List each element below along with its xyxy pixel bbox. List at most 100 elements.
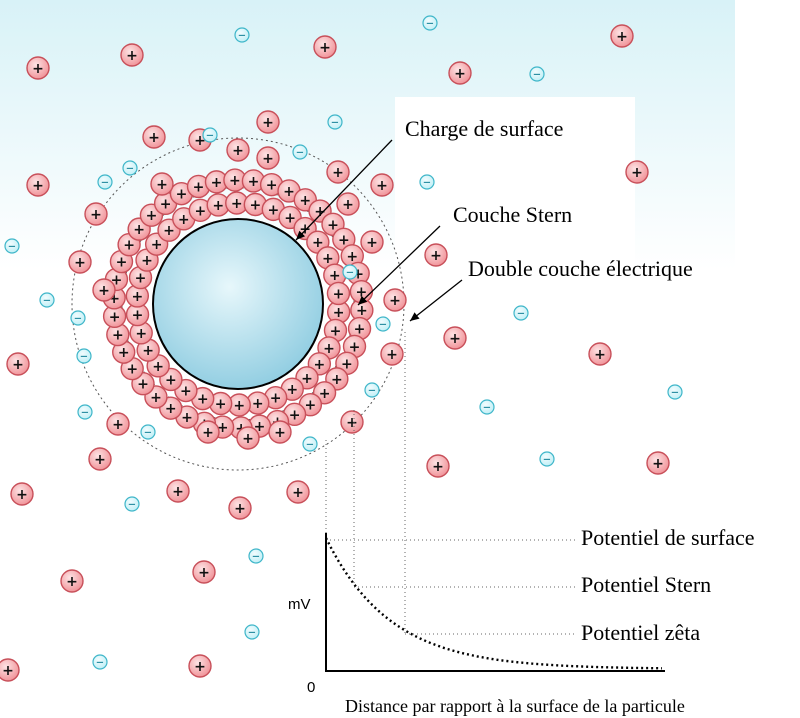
plus-symbol: + bbox=[233, 398, 245, 414]
minus-symbol: − bbox=[206, 131, 214, 142]
plus-symbol: + bbox=[432, 459, 444, 475]
plus-symbol: + bbox=[152, 359, 164, 375]
minus-symbol: − bbox=[423, 178, 431, 189]
plus-symbol: + bbox=[266, 178, 278, 194]
plus-symbol: + bbox=[386, 347, 398, 363]
plus-symbol: + bbox=[137, 377, 149, 393]
negative-ion-body bbox=[422, 15, 438, 31]
plus-symbol: + bbox=[333, 286, 345, 302]
plus-symbol: + bbox=[133, 222, 145, 238]
plus-symbol: + bbox=[284, 210, 296, 226]
plus-symbol: + bbox=[229, 173, 241, 189]
positive-ion: + bbox=[323, 318, 348, 343]
negative-ion: − bbox=[513, 305, 529, 321]
minus-symbol: − bbox=[368, 386, 376, 397]
positive-ion-body bbox=[336, 192, 360, 216]
plus-symbol: + bbox=[327, 217, 339, 233]
positive-ion: + bbox=[26, 173, 50, 197]
plus-symbol: + bbox=[312, 235, 324, 251]
plus-symbol: + bbox=[194, 203, 206, 219]
plus-symbol: + bbox=[151, 237, 163, 253]
negative-ion: − bbox=[327, 114, 343, 130]
plus-symbol: + bbox=[148, 130, 160, 146]
plus-symbol: + bbox=[267, 202, 279, 218]
plus-symbol: + bbox=[212, 198, 224, 214]
plus-symbol: + bbox=[356, 303, 368, 319]
stern-layer-label: Couche Stern bbox=[453, 202, 572, 227]
plus-symbol: + bbox=[319, 386, 331, 402]
positive-ion: + bbox=[424, 243, 448, 267]
positive-ion: + bbox=[268, 420, 292, 444]
positive-ion: + bbox=[286, 480, 310, 504]
plus-symbol: + bbox=[131, 289, 143, 305]
double-layer-arrow bbox=[409, 279, 463, 322]
negative-ion: − bbox=[122, 160, 138, 176]
positive-ion: + bbox=[370, 173, 394, 197]
plus-symbol: + bbox=[262, 115, 274, 131]
plus-symbol: + bbox=[146, 208, 158, 224]
positive-ion-body bbox=[106, 412, 130, 436]
positive-ion: + bbox=[383, 288, 407, 312]
plus-symbol: + bbox=[234, 501, 246, 517]
plus-symbol: + bbox=[299, 193, 311, 209]
plus-symbol: + bbox=[217, 420, 229, 436]
negative-ion-body bbox=[76, 348, 92, 364]
negative-ion: − bbox=[292, 144, 308, 160]
negative-ion: − bbox=[244, 624, 260, 640]
positive-ion-body bbox=[360, 230, 384, 254]
positive-ion: + bbox=[142, 125, 166, 149]
plus-symbol: + bbox=[116, 255, 128, 271]
positive-ion: + bbox=[166, 479, 190, 503]
positive-ion: + bbox=[0, 658, 20, 682]
plus-symbol: + bbox=[202, 425, 214, 441]
positive-ion: + bbox=[228, 496, 252, 520]
plus-symbol: + bbox=[160, 196, 172, 212]
plus-symbol: + bbox=[181, 410, 193, 426]
plus-symbol: + bbox=[449, 331, 461, 347]
positive-ion-body bbox=[256, 110, 280, 134]
plus-symbol: + bbox=[292, 485, 304, 501]
positive-ion: + bbox=[10, 482, 34, 506]
plus-symbol: + bbox=[165, 372, 177, 388]
surface-charge-arrow bbox=[295, 139, 393, 241]
positive-ion: + bbox=[340, 410, 364, 434]
positive-ion: + bbox=[60, 569, 84, 593]
minus-symbol: − bbox=[74, 314, 82, 325]
negative-ion: − bbox=[77, 404, 93, 420]
negative-ion-body bbox=[479, 399, 495, 415]
ion-layer: ++++++++++++++++++++++++++++++++++++++++… bbox=[0, 15, 683, 682]
plus-symbol: + bbox=[594, 347, 606, 363]
minus-symbol: − bbox=[306, 440, 314, 451]
positive-ion: + bbox=[223, 168, 247, 192]
negative-ion: − bbox=[529, 66, 545, 82]
positive-ion: + bbox=[120, 43, 144, 67]
positive-ion-body bbox=[256, 146, 280, 170]
minus-symbol: − bbox=[96, 658, 104, 669]
positive-ion: + bbox=[360, 230, 384, 254]
negative-ion: − bbox=[70, 310, 86, 326]
plus-symbol: + bbox=[198, 565, 210, 581]
plus-symbol: + bbox=[270, 391, 282, 407]
positive-ion: + bbox=[236, 426, 260, 450]
positive-ion-body bbox=[443, 326, 467, 350]
positive-ion-body bbox=[6, 352, 30, 376]
positive-ion: + bbox=[610, 24, 634, 48]
positive-ion-body bbox=[268, 420, 292, 444]
plus-symbol: + bbox=[111, 272, 123, 288]
plus-symbol: + bbox=[346, 415, 358, 431]
origin-label: 0 bbox=[307, 679, 315, 696]
plus-symbol: + bbox=[118, 345, 130, 361]
plus-symbol: + bbox=[211, 175, 223, 191]
plus-symbol: + bbox=[90, 207, 102, 223]
minus-symbol: − bbox=[671, 388, 679, 399]
stern-potential-label: Potentiel Stern bbox=[581, 572, 711, 597]
plus-symbol: + bbox=[172, 484, 184, 500]
plus-symbol: + bbox=[112, 417, 124, 433]
positive-ion-body bbox=[286, 480, 310, 504]
negative-ion: − bbox=[97, 174, 113, 190]
negative-ion: − bbox=[202, 127, 218, 143]
positive-ion: + bbox=[84, 202, 108, 226]
minus-symbol: − bbox=[80, 352, 88, 363]
negative-ion: − bbox=[302, 436, 318, 452]
plus-symbol: + bbox=[126, 48, 138, 64]
